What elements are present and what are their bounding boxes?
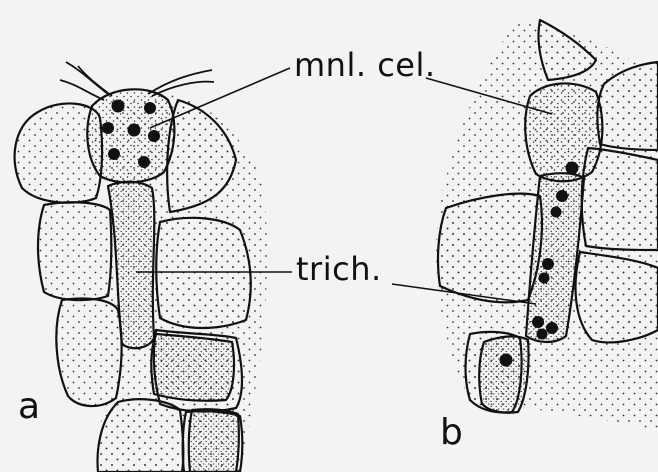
label-panel-b: b	[440, 412, 463, 453]
epidermal-cell	[38, 202, 111, 300]
panel-a	[15, 62, 268, 472]
epidermal-cell	[438, 194, 542, 303]
epidermal-cell	[576, 252, 658, 342]
epidermal-cell	[156, 218, 251, 328]
label-mnl-cel: mnl. cel.	[294, 46, 436, 84]
terminal-cell	[87, 89, 174, 182]
trichome-stalk-cell	[151, 334, 234, 401]
epidermal-cell	[56, 298, 121, 406]
label-trich: trich.	[296, 250, 382, 288]
trichome-stalk-cell	[189, 409, 239, 472]
trichome-stalk-cell	[479, 336, 528, 412]
panel-b	[436, 20, 658, 430]
epidermal-cell	[98, 399, 184, 472]
terminal-cell	[525, 83, 602, 181]
label-panel-a: a	[18, 386, 41, 427]
